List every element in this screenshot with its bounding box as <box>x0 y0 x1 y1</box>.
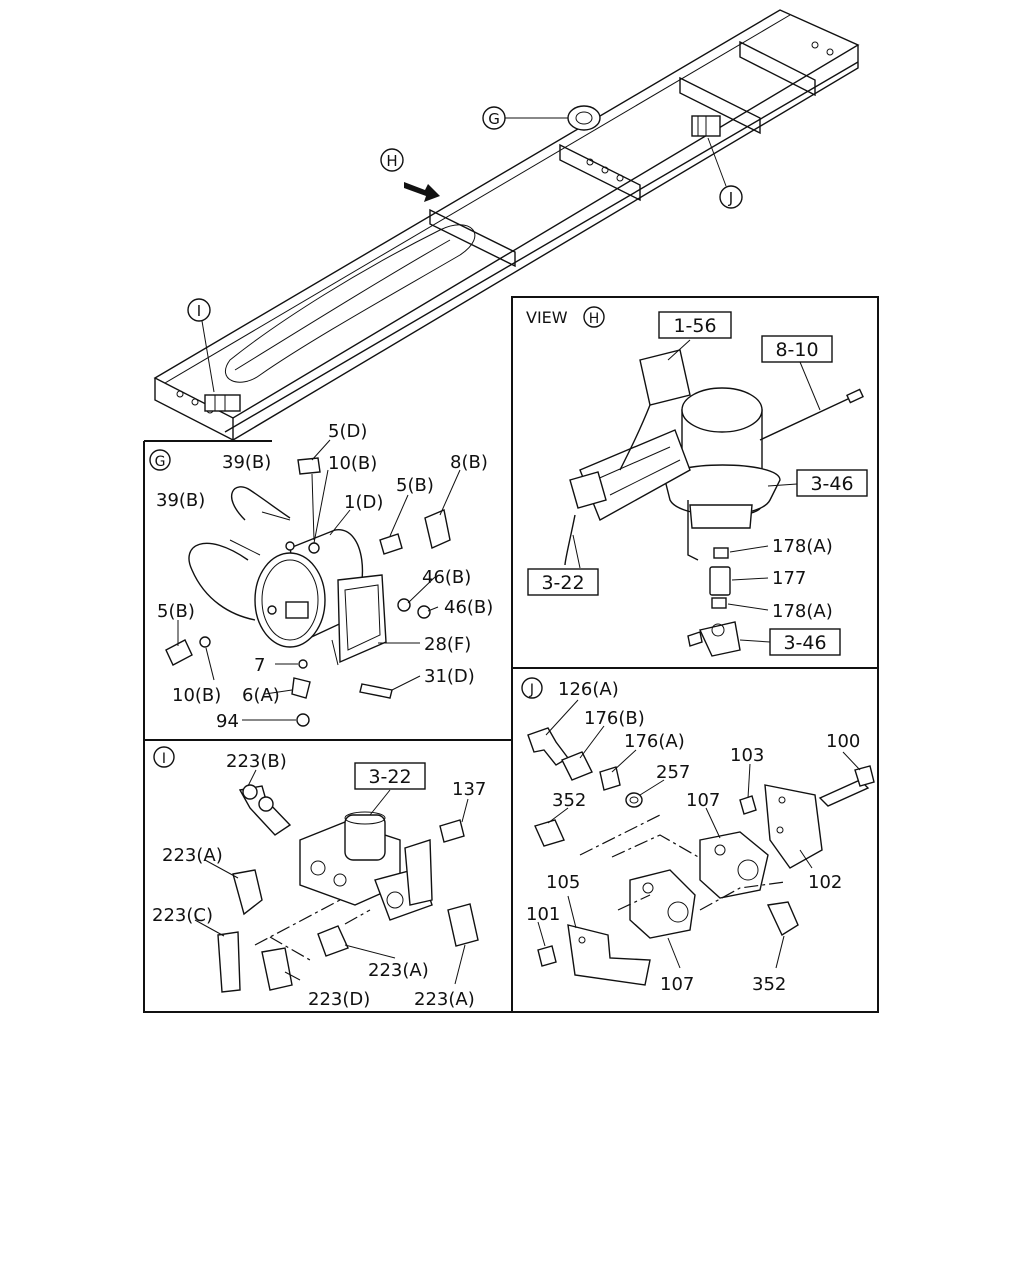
label-223a-2: 223(A) <box>368 960 429 981</box>
label-223a-3: 223(A) <box>414 989 475 1010</box>
callout-i-overview: I <box>187 298 215 393</box>
label-176a: 176(A) <box>624 731 685 752</box>
view-label: VIEW <box>526 308 568 327</box>
label-1d: 1(D) <box>344 492 383 513</box>
label-10b-top: 10(B) <box>328 453 377 474</box>
panel-g: G <box>149 421 493 732</box>
label-178a-2: 178(A) <box>772 601 833 622</box>
label-102: 102 <box>808 872 842 893</box>
ref-3-46-box-top: 3-46 <box>796 469 868 497</box>
label-100: 100 <box>826 731 860 752</box>
svg-text:3-46: 3-46 <box>783 632 826 654</box>
svg-text:J: J <box>529 682 534 698</box>
callout-h-overview: H <box>380 148 404 172</box>
svg-text:3-46: 3-46 <box>810 473 853 495</box>
panel-i-leaders <box>194 769 469 985</box>
panel-i-letter: I <box>153 746 175 768</box>
svg-text:1-56: 1-56 <box>673 315 716 337</box>
label-352-bottom: 352 <box>752 974 786 995</box>
label-46b-1: 46(B) <box>422 567 471 588</box>
chassis-frame-drawing <box>153 9 860 442</box>
label-5d: 5(D) <box>328 421 367 442</box>
svg-text:I: I <box>162 751 166 767</box>
label-126a: 126(A) <box>558 679 619 700</box>
panel-h-letter: H <box>583 306 605 328</box>
panel-j-letter: J <box>521 677 543 699</box>
label-101: 101 <box>526 904 560 925</box>
svg-text:J: J <box>728 189 733 207</box>
panel-i-dashed-lines <box>254 899 371 961</box>
label-6a: 6(A) <box>242 685 280 706</box>
label-8b: 8(B) <box>450 452 488 473</box>
ref-3-22-box-i: 3-22 <box>354 762 426 790</box>
panel-g-letter: G <box>149 449 171 471</box>
ref-3-22-box-view: 3-22 <box>527 568 599 596</box>
label-7: 7 <box>254 655 265 676</box>
panel-j-leaders <box>537 699 861 969</box>
label-223c: 223(C) <box>152 905 213 926</box>
label-39b-left: 39(B) <box>156 490 205 511</box>
label-5b-left: 5(B) <box>157 601 195 622</box>
label-176b: 176(B) <box>584 708 645 729</box>
label-223a-1: 223(A) <box>162 845 223 866</box>
label-28f: 28(F) <box>424 634 471 655</box>
label-223d: 223(D) <box>308 989 370 1010</box>
svg-text:8-10: 8-10 <box>775 339 818 361</box>
label-46b-2: 46(B) <box>444 597 493 618</box>
check-valve-drawing <box>527 727 875 986</box>
label-103: 103 <box>730 745 764 766</box>
svg-text:3-22: 3-22 <box>541 572 584 594</box>
label-31d: 31(D) <box>424 666 475 687</box>
svg-text:H: H <box>589 311 600 327</box>
air-dryer-drawing <box>564 349 864 657</box>
ref-3-46-box-bottom: 3-46 <box>769 628 841 656</box>
panel-h: VIEW H <box>526 306 868 657</box>
relay-valve-drawing <box>217 784 479 993</box>
label-105: 105 <box>546 872 580 893</box>
label-257: 257 <box>656 762 690 783</box>
ref-1-56-box: 1-56 <box>658 311 732 339</box>
panel-i: I <box>152 746 486 1010</box>
panel-frames <box>143 296 879 1013</box>
panel-g-leaders <box>177 439 461 721</box>
svg-text:G: G <box>488 110 500 128</box>
svg-text:I: I <box>197 302 201 320</box>
label-10b-bottom: 10(B) <box>172 685 221 706</box>
label-107-bottom: 107 <box>660 974 694 995</box>
panel-j-dashed-lines <box>579 814 786 911</box>
label-5b-right: 5(B) <box>396 475 434 496</box>
panel-j: J <box>521 677 875 995</box>
label-177: 177 <box>772 568 806 589</box>
svg-text:G: G <box>155 454 166 470</box>
label-107-top: 107 <box>686 790 720 811</box>
panel-h-leaders <box>572 339 821 643</box>
callout-g-overview: G <box>482 106 568 130</box>
label-94: 94 <box>216 711 239 732</box>
air-tank-drawing <box>165 457 451 727</box>
callout-j-overview: J <box>707 137 743 209</box>
ref-8-10-box: 8-10 <box>761 335 833 363</box>
svg-text:3-22: 3-22 <box>368 766 411 788</box>
label-39b-top: 39(B) <box>222 452 271 473</box>
svg-text:H: H <box>386 152 397 170</box>
label-352-top: 352 <box>552 790 586 811</box>
label-137: 137 <box>452 779 486 800</box>
label-178a-1: 178(A) <box>772 536 833 557</box>
label-223b: 223(B) <box>226 751 287 772</box>
